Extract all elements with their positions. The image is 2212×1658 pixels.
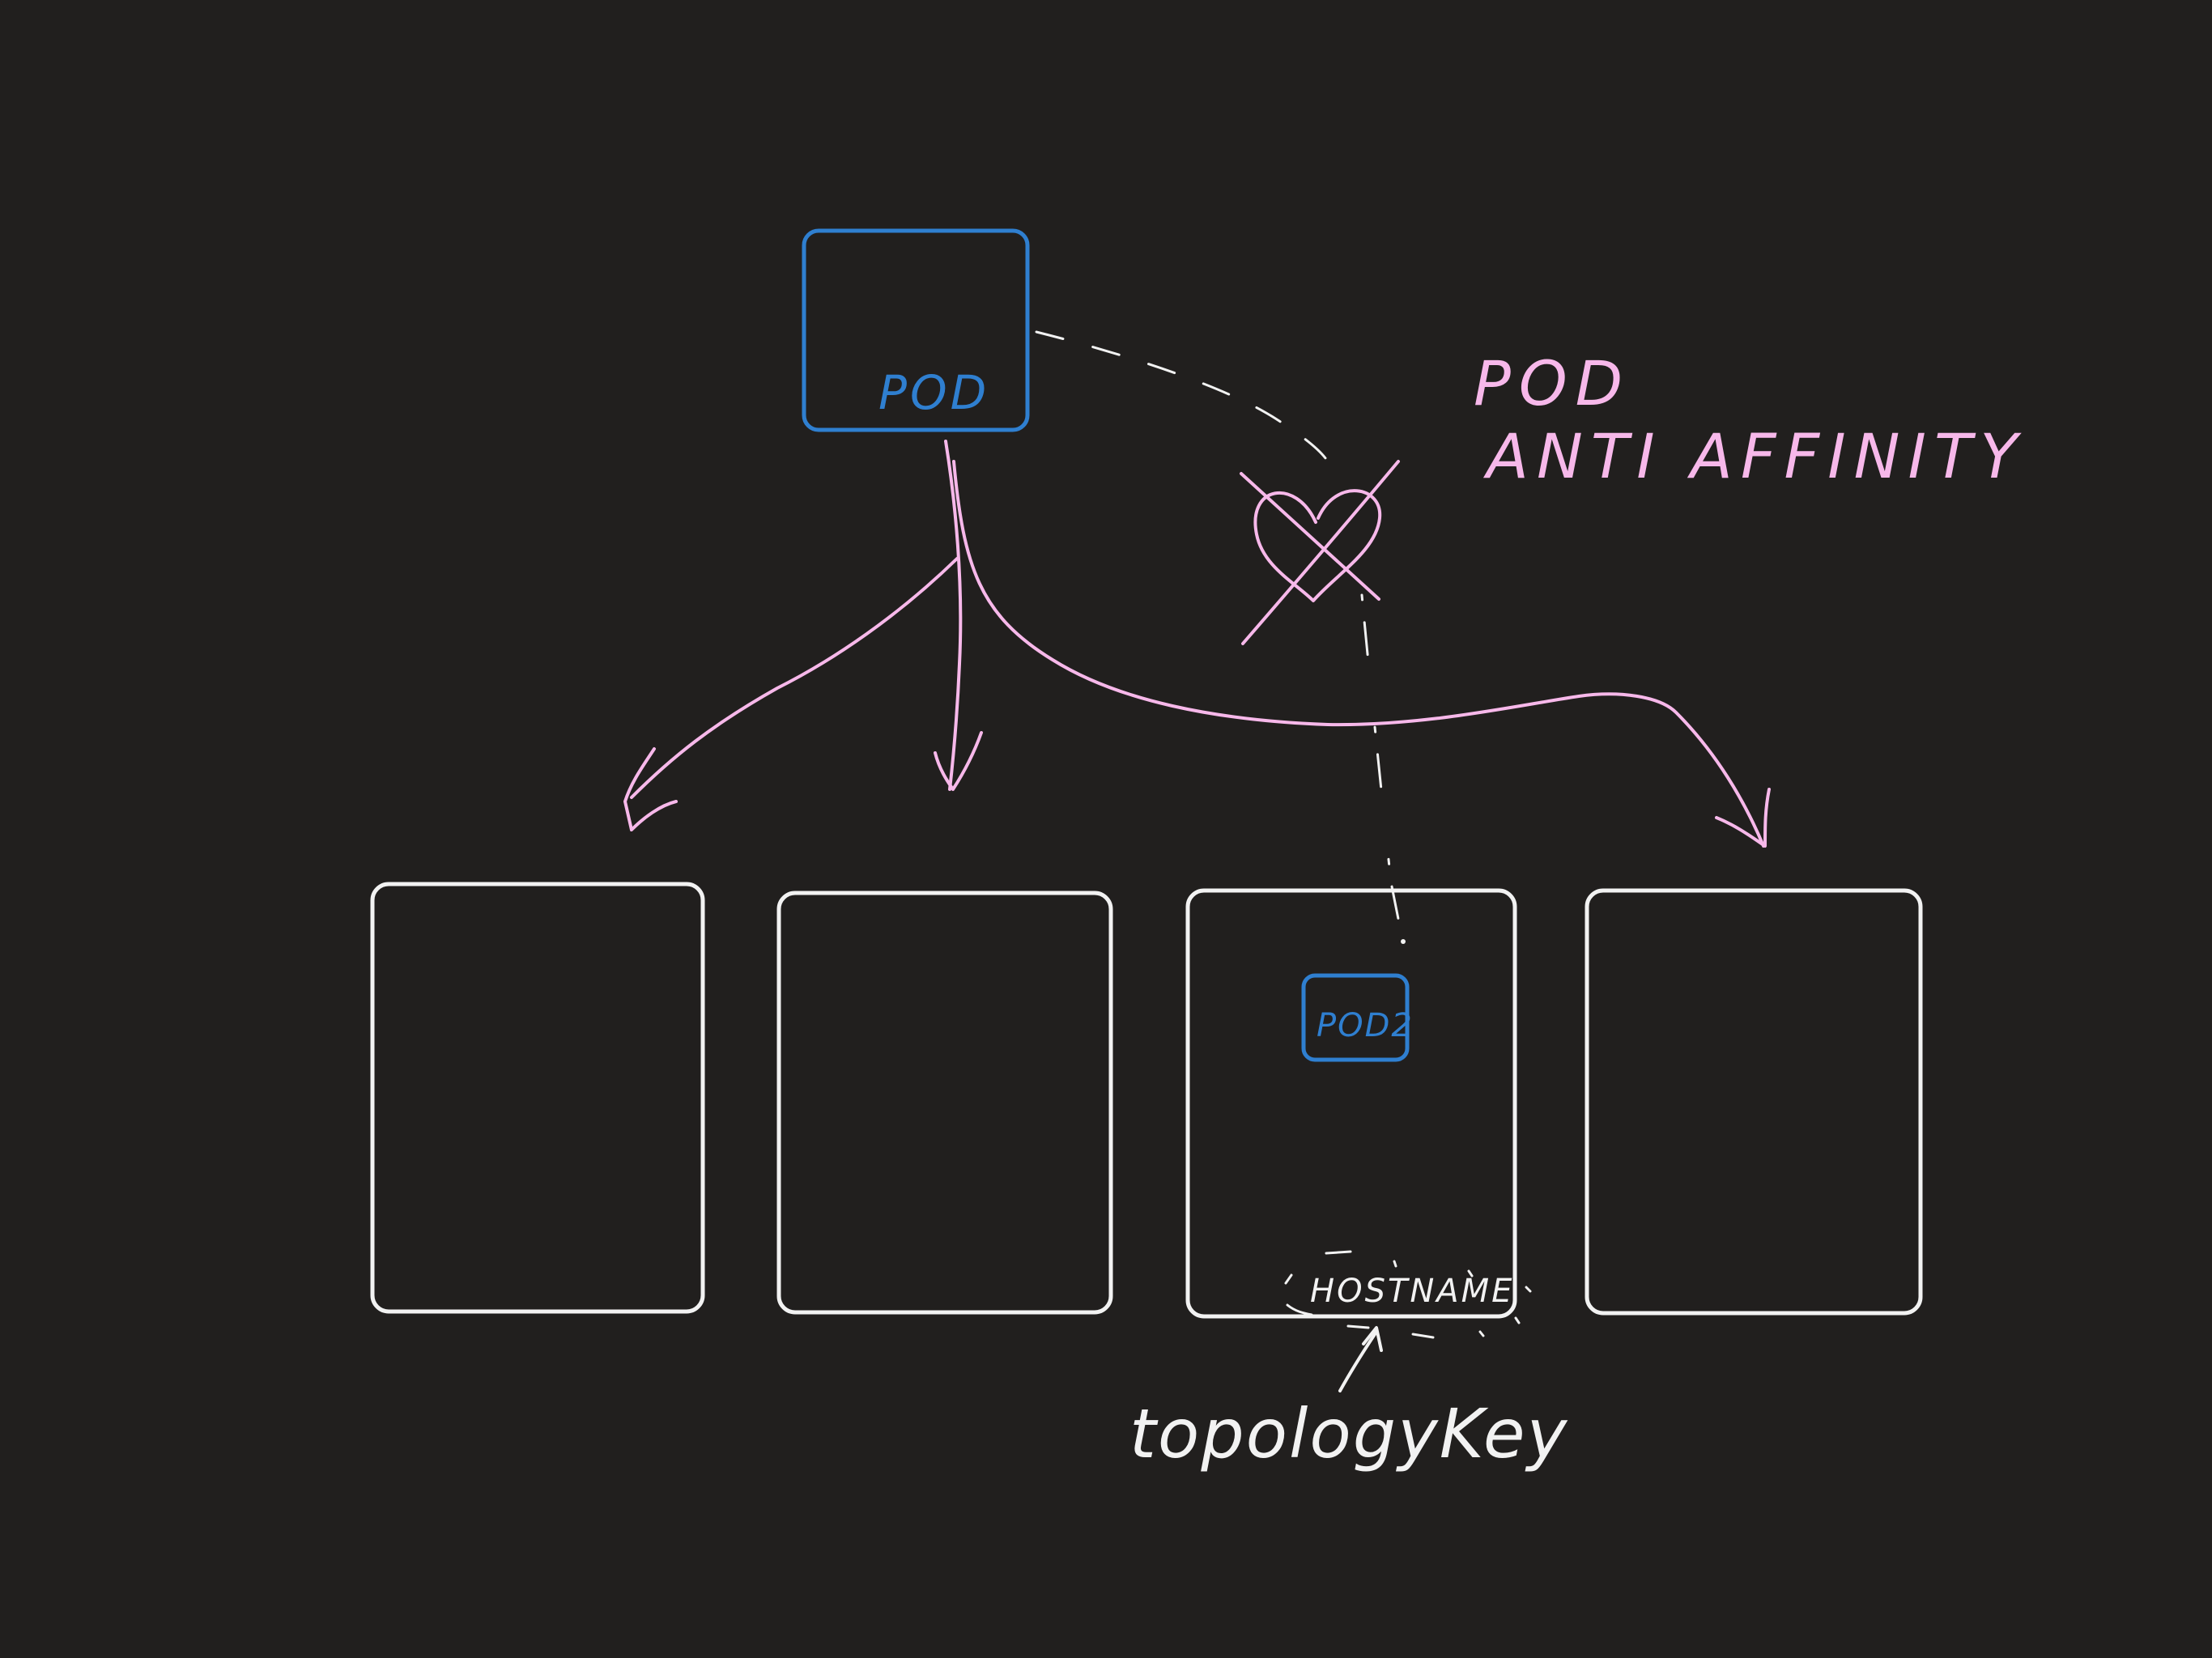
pod-label: POD [878,365,989,420]
arrow-to-node-2 [944,440,963,791]
pod2-box: POD2 [1301,973,1414,1062]
scheduling-arrows [623,440,1771,848]
dashed-affinity-link [1035,330,1329,463]
node-box [1185,888,1517,1319]
node-box [370,882,705,1314]
topology-arrow [1338,1326,1383,1392]
pod2-label: POD2 [1317,1007,1414,1044]
pod-box: POD [802,228,1030,432]
node-box [776,891,1113,1315]
crossed-heart-icon [1240,460,1400,645]
title: POD ANTI AFFINITY [1474,347,2026,492]
arrow-head-node-4 [1715,788,1771,848]
title-line-2: ANTI AFFINITY [1482,420,2026,492]
hostname-tag: HOSTNAME [1284,1250,1532,1339]
hostname-label: HOSTNAME [1310,1273,1514,1310]
arrow-head-node-1 [623,747,678,831]
title-line-1: POD [1474,347,1631,419]
arrow-head-node-2 [934,731,983,791]
nodes [370,882,1923,1319]
dashed-topology-link [1360,593,1404,941]
topology-key-label: topologyKey [1129,1394,1568,1473]
arrow-to-node-1 [630,557,959,799]
node-box [1585,888,1923,1316]
arrow-to-node-4 [952,460,1765,848]
